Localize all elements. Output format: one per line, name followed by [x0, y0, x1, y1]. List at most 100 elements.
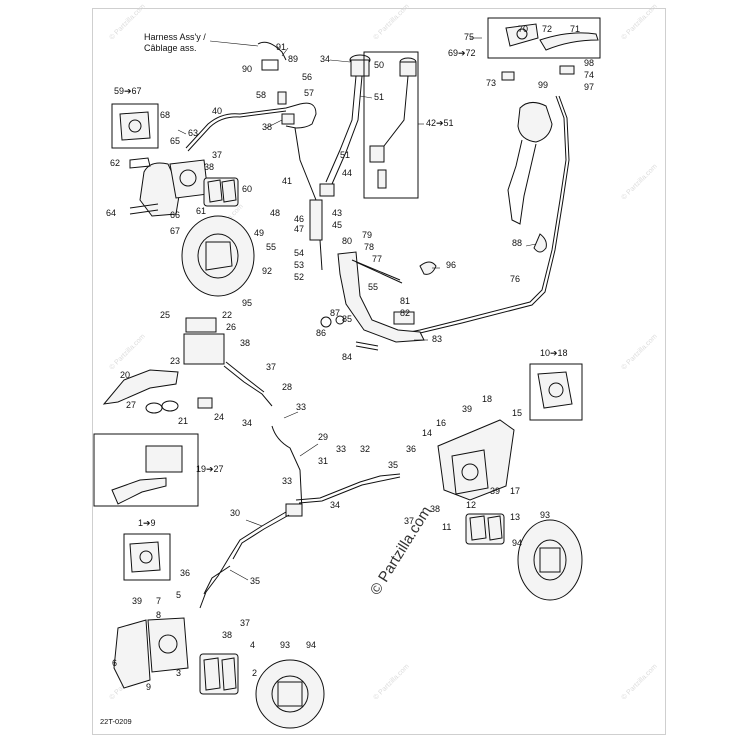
brake-line-30	[199, 511, 287, 609]
callout-88: 88	[512, 238, 522, 248]
callout-59-67: 59➔67	[114, 86, 142, 96]
callout-68: 68	[160, 110, 170, 120]
rod-43-45	[309, 199, 323, 241]
adjuster-73	[501, 71, 515, 81]
pad-11-b	[487, 515, 503, 541]
cable-tie-88	[533, 233, 547, 253]
caliper-piston-right	[461, 463, 479, 481]
callout-37-mid: 37	[266, 362, 276, 372]
rotor-bottom-inner	[271, 675, 309, 713]
callout-39-bot: 39	[132, 596, 142, 606]
callout-29: 29	[318, 432, 328, 442]
callout-31: 31	[318, 456, 328, 466]
callout-56: 56	[302, 72, 312, 82]
callout-15: 15	[512, 408, 522, 418]
pad-2-a	[203, 657, 221, 691]
callout-37-bot: 37	[240, 618, 250, 628]
leader-91	[281, 47, 289, 57]
box-sensor	[377, 169, 387, 189]
reservoir-50	[350, 59, 370, 77]
box-42-51-frame	[363, 51, 419, 199]
callout-39-right-b: 39	[490, 486, 500, 496]
rotor-95-outer	[181, 215, 255, 297]
callout-77: 77	[372, 254, 382, 264]
rear-left-caliper-group	[113, 617, 239, 695]
callout-75: 75	[464, 32, 474, 42]
leader-34	[329, 59, 351, 63]
brake-lever-assembly	[409, 95, 570, 334]
callout-45: 45	[332, 220, 342, 230]
brake-line-40-inner	[187, 110, 287, 152]
callout-63: 63	[188, 128, 198, 138]
diagram-sheet	[92, 8, 666, 735]
callout-38-bot: 38	[222, 630, 232, 640]
callout-52: 52	[294, 272, 304, 282]
callout-33-a: 33	[296, 402, 306, 412]
callout-34-bot: 34	[330, 500, 340, 510]
bushing-86	[320, 316, 332, 328]
callout-38-right: 38	[430, 504, 440, 514]
bracket-24	[197, 397, 213, 409]
callout-54: 54	[294, 248, 304, 258]
callout-94-bot: 94	[306, 640, 316, 650]
callout-26: 26	[226, 322, 236, 332]
box-10-18-piston	[548, 382, 564, 398]
handlebar-grip	[507, 139, 537, 225]
spring-77b	[355, 261, 403, 284]
callout-2: 2	[252, 668, 257, 678]
callout-61: 61	[196, 206, 206, 216]
callout-16: 16	[436, 418, 446, 428]
caliper-bracket-bottom	[113, 619, 151, 689]
callout-65: 65	[170, 136, 180, 146]
callout-64: 64	[106, 208, 116, 218]
pad-82	[393, 311, 415, 325]
callout-97: 97	[584, 82, 594, 92]
brake-line-30b	[232, 514, 290, 560]
callout-37-top: 37	[212, 150, 222, 160]
callout-1-9: 1➔9	[138, 518, 156, 528]
callout-14: 14	[422, 428, 432, 438]
callout-38-mid: 38	[240, 338, 250, 348]
junction-block-38	[281, 113, 295, 125]
callout-48: 48	[270, 208, 280, 218]
pedal-arm-80	[337, 251, 425, 343]
brake-line-31b	[298, 476, 401, 504]
caliper-piston-bottom	[158, 634, 178, 654]
rotor-95-hub	[205, 241, 233, 271]
front-left-rotor-95	[181, 215, 255, 297]
harness-wire	[257, 41, 287, 61]
leader-33	[283, 411, 299, 419]
callout-92: 92	[262, 266, 272, 276]
callout-5: 5	[176, 590, 181, 600]
callout-53: 53	[294, 260, 304, 270]
brake-line-40	[185, 102, 317, 149]
clamp-96	[419, 261, 437, 275]
callout-44: 44	[342, 168, 352, 178]
box-19-27-cylinder	[145, 445, 183, 473]
bolt-64b	[129, 209, 159, 215]
callout-12: 12	[466, 500, 476, 510]
callout-36-right: 36	[406, 444, 416, 454]
callout-7: 7	[156, 596, 161, 606]
box-19-27-lever	[111, 477, 167, 505]
callout-49: 49	[254, 228, 264, 238]
box-19-27-frame	[93, 433, 199, 507]
callout-67: 67	[170, 226, 180, 236]
watermark-corner-tl: © Partzilla.com	[108, 2, 147, 41]
callout-76: 76	[510, 274, 520, 284]
box-59-67-frame	[111, 103, 159, 149]
callout-91: 91	[276, 42, 286, 52]
bleeder-62	[129, 157, 151, 169]
callout-66: 66	[170, 210, 180, 220]
leader-35	[229, 569, 249, 581]
callout-99: 99	[538, 80, 548, 90]
rotor-93-inner	[533, 539, 567, 581]
callout-62: 62	[110, 158, 120, 168]
callout-70: 70	[518, 24, 528, 34]
callout-11: 11	[442, 522, 451, 532]
callout-87: 87	[330, 308, 340, 318]
callout-43: 43	[332, 208, 342, 218]
lever-20	[102, 369, 179, 405]
pad-11-a	[469, 515, 487, 541]
